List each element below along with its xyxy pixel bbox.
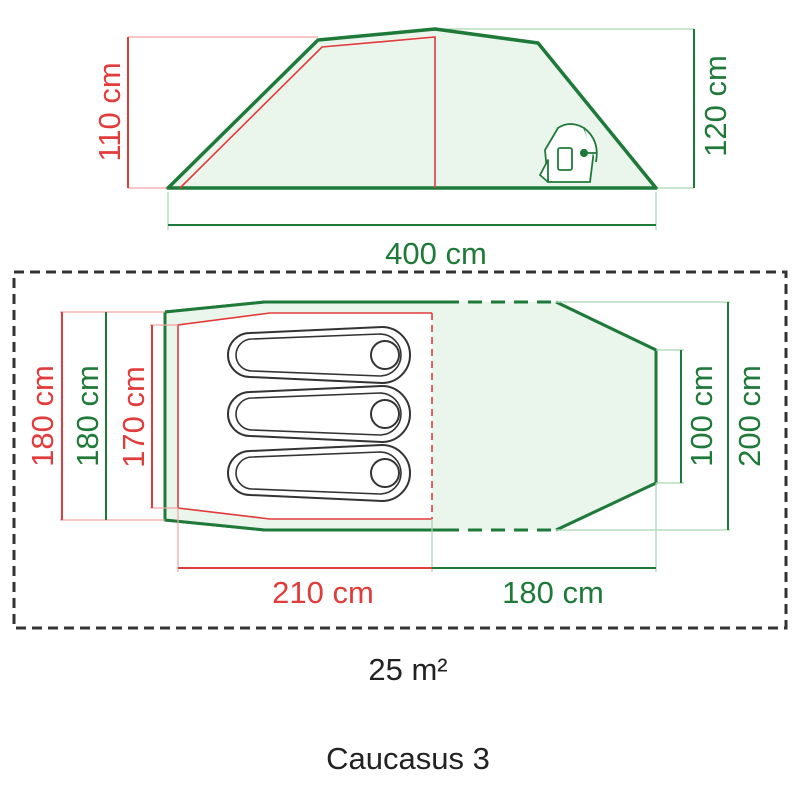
side-view: 110 cm 120 cm 400 cm [92, 27, 733, 271]
outer-floor-bottom-left [163, 312, 445, 532]
outer-floor-top-left [164, 300, 445, 314]
outer-width-label: 180 cm [25, 365, 60, 467]
product-name: Caucasus 3 [326, 741, 490, 776]
sleeping-bag-icon [227, 325, 411, 385]
inner-tent-profile [179, 36, 436, 189]
vestibule-width-label: 200 cm [732, 365, 767, 467]
inner-height-label: 110 cm [92, 62, 127, 161]
inner-length-label: 210 cm [272, 575, 374, 610]
floor-plan: 180 cm 180 cm 170 cm 100 cm 200 cm 210 c… [12, 270, 788, 630]
inner-width-label: 170 cm [116, 366, 151, 468]
footprint-boundary [12, 270, 788, 630]
vestibule-outline [555, 300, 658, 532]
sleeping-bag-icon [227, 384, 411, 444]
inner-width-outer-label: 180 cm [70, 365, 105, 467]
footprint-area: 25 m² [368, 652, 447, 687]
tent-side-silhouette [166, 27, 658, 190]
length-label: 400 cm [385, 236, 487, 271]
vestibule-length-label: 180 cm [502, 575, 604, 610]
vestibule-depth-label: 100 cm [684, 365, 719, 467]
sleeping-bag-icon [227, 443, 411, 503]
sleeping-bags [227, 325, 411, 503]
outer-height-label: 120 cm [698, 55, 733, 157]
backpack-icon [539, 123, 598, 183]
